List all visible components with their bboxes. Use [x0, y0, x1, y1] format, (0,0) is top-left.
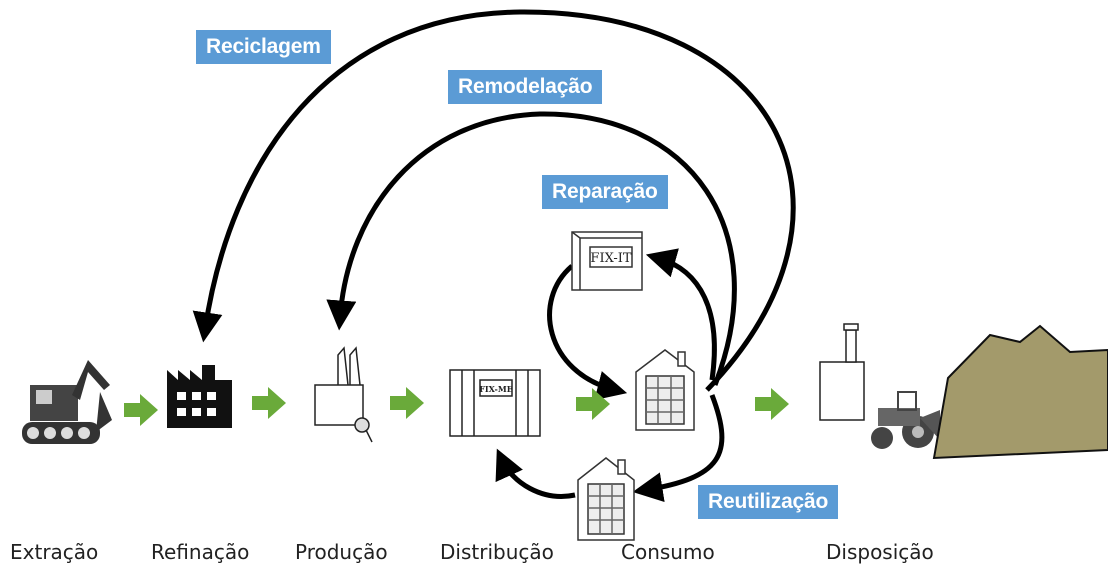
- excavator-icon: [22, 360, 112, 444]
- stage-label-consumo: Consumo: [621, 540, 715, 564]
- reused-house-icon: [577, 457, 635, 541]
- reutilizacao-label: Reutilização: [698, 485, 839, 519]
- repair-shop-icon: FIX-IT: [571, 231, 643, 291]
- reutilizacao-out-arrow: [632, 394, 725, 503]
- flow-arrow-3: [390, 387, 424, 419]
- fix-it-sign-text: FIX-IT: [590, 251, 631, 266]
- flow-arrow-1: [124, 394, 158, 426]
- stage-label-producao: Produção: [295, 540, 388, 564]
- stage-label-distribuicao: Distribução: [440, 540, 554, 564]
- reparacao-label: Reparação: [542, 175, 668, 209]
- reciclagem-loop-arrow: [192, 9, 796, 392]
- warehouse-icon: FIX-ME: [449, 369, 541, 437]
- remodelacao-loop-arrow: [326, 111, 737, 386]
- consumer-house-icon: [635, 349, 695, 431]
- flow-arrow-2: [252, 387, 286, 419]
- reutilizacao-return-arrow: [495, 448, 576, 499]
- tractor-icon: [871, 391, 940, 449]
- reciclagem-label: Reciclagem: [196, 30, 331, 64]
- incinerator-icon: [819, 323, 865, 421]
- flow-arrow-4: [576, 388, 610, 420]
- landfill-icon: [932, 324, 1108, 460]
- stage-label-disposicao: Disposição: [826, 540, 934, 564]
- factory-icon: [167, 365, 232, 428]
- flow-arrow-5: [755, 388, 789, 420]
- production-plant-icon: [314, 346, 373, 443]
- stage-label-refinacao: Refinação: [151, 540, 250, 564]
- reparacao-return-arrow: [547, 264, 628, 401]
- stage-label-extracao: Extração: [10, 540, 99, 564]
- reparacao-out-arrow: [645, 248, 717, 381]
- remodelacao-label: Remodelação: [448, 70, 603, 104]
- shop-sign-text: FIX-ME: [479, 384, 513, 394]
